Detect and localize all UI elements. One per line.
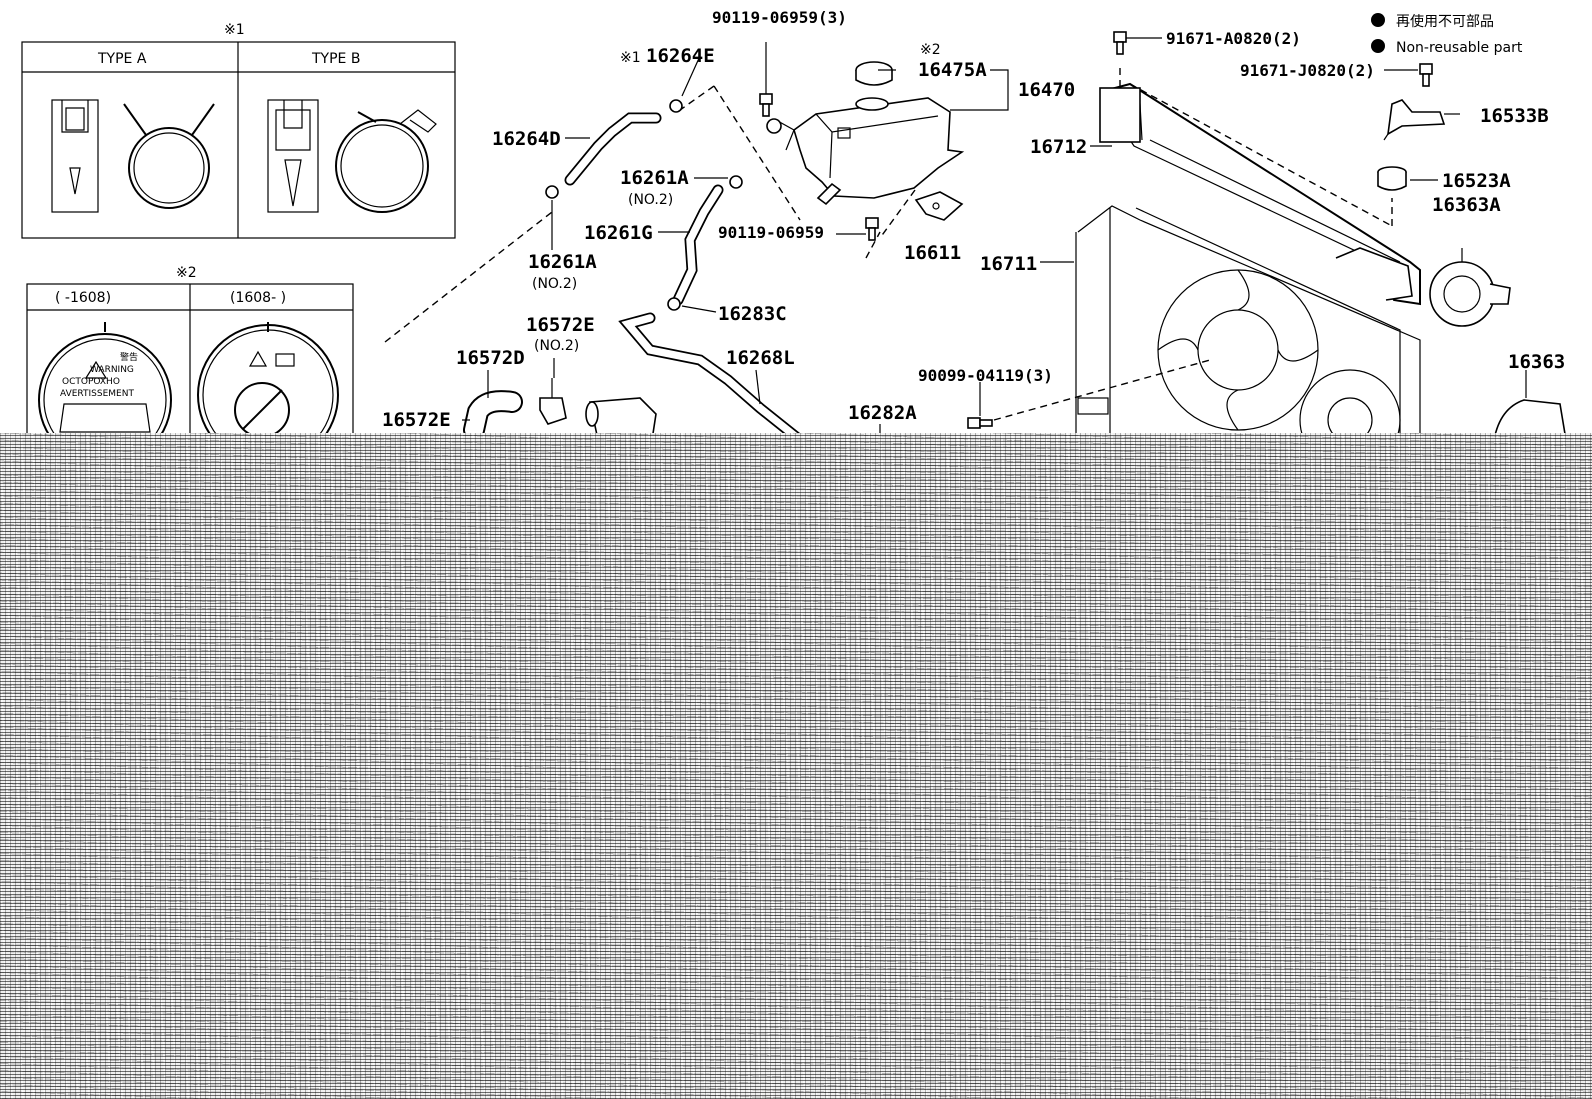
cushion-16523A-icon (1377, 166, 1407, 191)
part-label-90119-06959-3: 90119-06959(3) (712, 8, 847, 27)
part-label-90119-06959: 90119-06959 (718, 223, 824, 242)
part-labels: 90119-06959(3) ※1 16264E ※2 16475A 16470… (382, 8, 1565, 431)
part-label-16572E-lower: 16572E (382, 409, 451, 431)
hose-16264D (564, 112, 662, 186)
part-marker-16264E: ※1 (620, 50, 641, 66)
part-label-16711: 16711 (980, 253, 1037, 275)
part-label-16363: 16363 (1508, 351, 1565, 373)
part-note-no2-upper: (NO.2) (628, 192, 673, 208)
legend-en: Non-reusable part (1396, 40, 1523, 56)
clamp-icon (667, 297, 681, 311)
type-a-label: TYPE A (97, 51, 147, 67)
clamp-icon (729, 175, 743, 189)
corrupted-image-region (0, 433, 1592, 1099)
hose-16261G (672, 184, 724, 306)
clamp-icon (669, 99, 683, 113)
legend: 再使用不可部品 Non-reusable part (1371, 13, 1523, 56)
part-label-16572D: 16572D (456, 347, 525, 369)
part-label-90099-04119-3: 90099-04119(3) (918, 366, 1053, 385)
clamp-a-ring-icon (123, 103, 215, 209)
part-label-16268L: 16268L (726, 347, 795, 369)
cap-warning-ru: OCTOPOXHO (62, 377, 120, 387)
bolt-icon (759, 42, 773, 117)
hose-16572D (463, 390, 523, 441)
pipe-16268L (618, 312, 806, 446)
cap-col2-label: (1608- ) (230, 290, 286, 306)
part-label-16264D: 16264D (492, 128, 561, 150)
part-label-91671-J0820-2: 91671-J0820(2) (1240, 61, 1375, 80)
part-note-no2-lower: (NO.2) (532, 276, 577, 292)
part-label-16533B: 16533B (1480, 105, 1549, 127)
bolt-icon (967, 359, 1211, 429)
bolt-icon (836, 217, 879, 241)
inset2-marker: ※2 (176, 265, 197, 281)
part-label-16261A-upper: 16261A (620, 167, 689, 189)
fan-icon (1157, 269, 1401, 471)
bleeder-16572E (539, 378, 567, 425)
part-label-16611: 16611 (904, 242, 961, 264)
inset-clamp-types: ※1 TYPE A TYPE B (21, 22, 456, 239)
part-label-16572E-upper: 16572E (526, 314, 595, 336)
part-label-16283C: 16283C (718, 303, 787, 325)
bracket-16611-icon (914, 191, 964, 221)
bolt-icon (1113, 31, 1162, 55)
cap-col1-label: ( -1608) (55, 290, 111, 306)
inset-cap-types: ※2 ( -1608) (1608- ) 警告 WARNING OCTOPOXH… (26, 265, 354, 467)
part-label-16282A: 16282A (848, 402, 917, 424)
clamp-a-side-icon (51, 99, 99, 213)
part-label-91671-A0820-2: 91671-A0820(2) (1166, 29, 1301, 48)
non-reusable-bullet-icon (1371, 39, 1385, 53)
fan-motor-icon (1429, 248, 1511, 327)
legend-ja: 再使用不可部品 (1396, 13, 1494, 30)
inset1-marker: ※1 (224, 22, 245, 38)
reservoir-cap-icon (855, 61, 893, 86)
type-b-label: TYPE B (311, 51, 360, 67)
cap-warning-ja: 警告 (120, 351, 138, 363)
part-note-no2-bleeder: (NO.2) (534, 338, 579, 354)
part-label-16475A: 16475A (918, 59, 987, 81)
cap-new-icon (197, 322, 339, 466)
reservoir-tank-icon (766, 97, 965, 206)
clamp-b-side-icon (267, 99, 319, 213)
cap-warning-fr: AVERTISSEMENT (60, 389, 134, 399)
part-label-16261A-lower: 16261A (528, 251, 597, 273)
part-label-16712: 16712 (1030, 136, 1087, 158)
part-marker-16475A: ※2 (920, 42, 941, 58)
non-reusable-bullet-icon (1371, 13, 1385, 27)
part-label-16264E: 16264E (646, 45, 715, 67)
part-label-16523A: 16523A (1442, 170, 1511, 192)
bracket-16533B-icon (1383, 99, 1446, 141)
part-label-16363A: 16363A (1432, 194, 1501, 216)
part-label-16261G: 16261G (584, 222, 653, 244)
diagram-lineart (384, 31, 1567, 471)
fan-shroud-icon (1075, 205, 1421, 440)
fan-motor-icon (1493, 399, 1567, 441)
part-label-16470: 16470 (1018, 79, 1075, 101)
clamp-icon (545, 185, 559, 199)
bolt-icon (1384, 63, 1433, 87)
radiator-icon (1099, 68, 1421, 306)
clamp-b-ring-icon (335, 109, 437, 213)
cap-warning-en: WARNING (90, 365, 134, 375)
